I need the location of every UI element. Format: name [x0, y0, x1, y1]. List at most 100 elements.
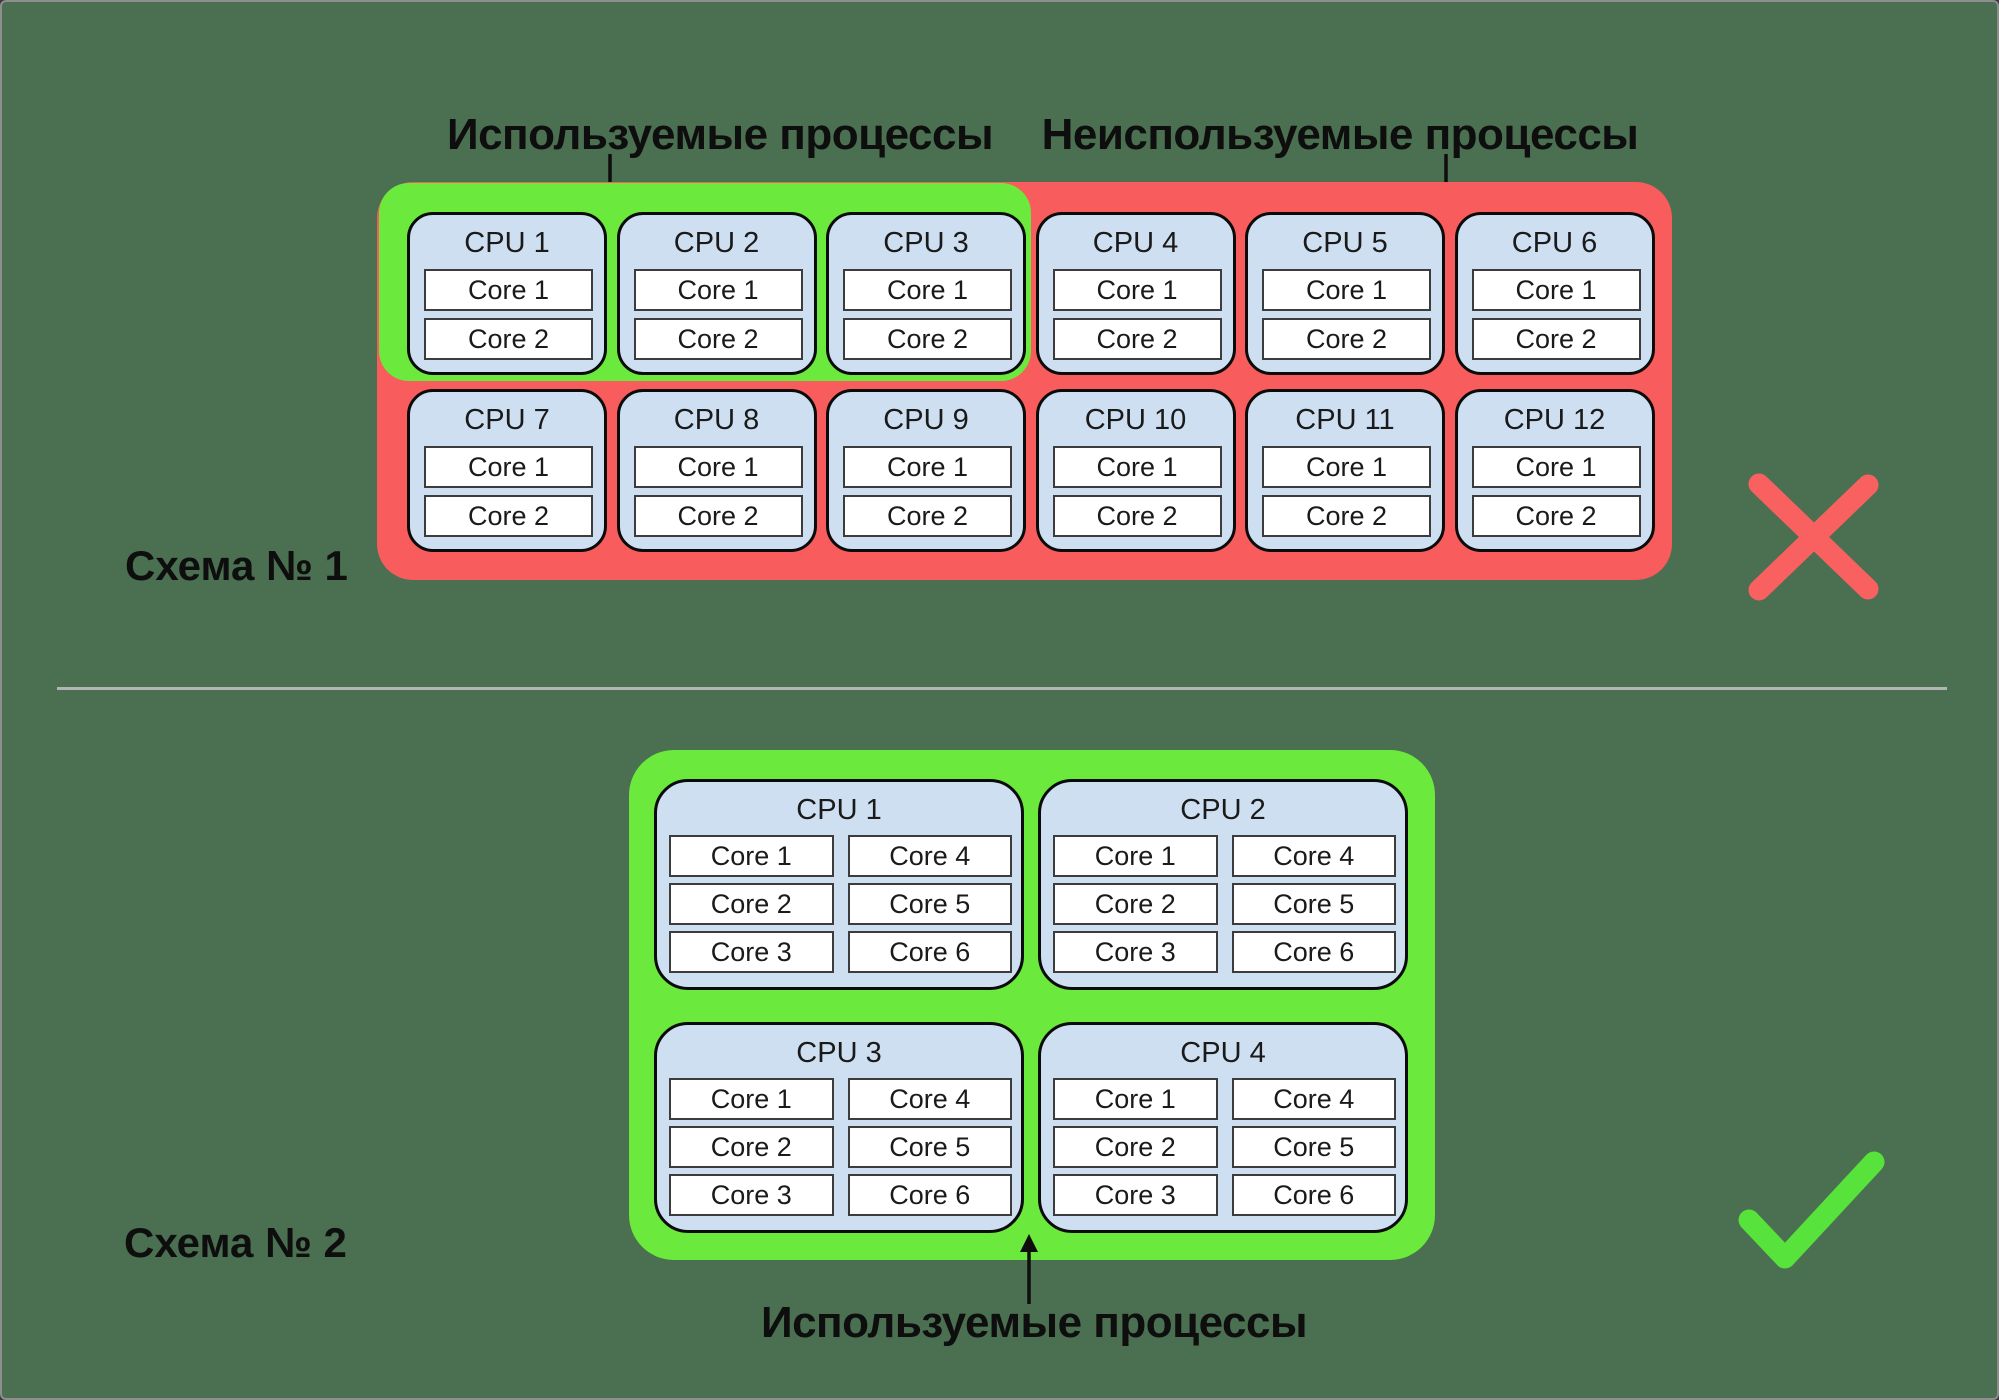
- core-box: Core 2: [1471, 318, 1641, 360]
- cpu-box: CPU 2 Core 1 Core 2: [616, 212, 817, 375]
- core-box: Core 1: [669, 1078, 834, 1120]
- core-box: Core 1: [633, 269, 803, 311]
- core-box: Core 1: [1262, 446, 1431, 488]
- cpu-title: CPU 3: [883, 227, 969, 259]
- cpu-title: CPU 4: [1092, 227, 1179, 259]
- cpu-title: CPU 8: [673, 404, 760, 436]
- core-box: Core 6: [847, 931, 1012, 973]
- annotation-unused-processes-scheme1: Неиспользуемые процессы: [1041, 110, 1639, 159]
- core-box: Core 2: [633, 318, 803, 360]
- core-box: Core 6: [847, 1174, 1012, 1216]
- core-box: Core 2: [424, 318, 593, 360]
- core-box: Core 2: [1052, 318, 1222, 360]
- core-box: Core 2: [1052, 495, 1222, 537]
- cpu-title: CPU 1: [464, 227, 550, 259]
- core-box: Core 1: [424, 269, 593, 311]
- scheme1-label: Схема № 1: [125, 542, 348, 589]
- core-grid: Core 1 Core 2: [633, 269, 803, 360]
- core-box: Core 4: [847, 1078, 1012, 1120]
- cpu-title: CPU 2: [673, 227, 760, 259]
- core-box: Core 2: [424, 495, 593, 537]
- cpu-box: CPU 10 Core 1 Core 2: [1035, 389, 1236, 552]
- core-box: Core 2: [669, 883, 834, 925]
- divider-line: [57, 687, 1947, 690]
- cpu-box: CPU 5 Core 1 Core 2: [1245, 212, 1445, 375]
- core-box: Core 1: [424, 446, 593, 488]
- core-grid: Core 1 Core 2: [424, 269, 593, 360]
- cpu-title: CPU 3: [796, 1037, 882, 1069]
- core-box: Core 2: [633, 495, 803, 537]
- core-grid: Core 1 Core 2: [1262, 269, 1431, 360]
- cpu-box: CPU 1 Core 1 Core 2: [407, 212, 607, 375]
- core-box: Core 4: [1231, 835, 1396, 877]
- core-box: Core 2: [1471, 495, 1641, 537]
- core-box: Core 2: [1262, 318, 1431, 360]
- core-box: Core 1: [1262, 269, 1431, 311]
- red-cross-icon: [1748, 473, 1879, 601]
- core-box: Core 1: [1052, 446, 1222, 488]
- cpu-box: CPU 8 Core 1 Core 2: [616, 389, 817, 552]
- cpu-title: CPU 10: [1084, 404, 1187, 436]
- cpu-box: CPU 7 Core 1 Core 2: [407, 389, 607, 552]
- core-box: Core 1: [1471, 446, 1641, 488]
- core-box: Core 6: [1231, 1174, 1396, 1216]
- core-box: Core 5: [847, 1126, 1012, 1168]
- core-box: Core 1: [1053, 1078, 1218, 1120]
- core-box: Core 3: [669, 931, 834, 973]
- core-box: Core 3: [1053, 1174, 1218, 1216]
- cpu-title: CPU 11: [1295, 404, 1395, 436]
- core-grid: Core 1 Core 2: [843, 446, 1012, 537]
- arrow-up-icon: [1020, 1234, 1038, 1304]
- core-grid: Core 1 Core 2 Core 3 Core 4 Core 5 Core 6: [1053, 1078, 1396, 1216]
- core-box: Core 5: [1231, 1126, 1396, 1168]
- cpu-title: CPU 12: [1503, 404, 1606, 436]
- core-grid: Core 1 Core 2: [424, 446, 593, 537]
- core-grid: Core 1 Core 2 Core 3 Core 4 Core 5 Core 6: [669, 835, 1012, 973]
- core-box: Core 5: [847, 883, 1012, 925]
- core-box: Core 2: [1053, 883, 1218, 925]
- cpu-title: CPU 5: [1302, 227, 1388, 259]
- core-grid: Core 1 Core 2: [1471, 446, 1641, 537]
- core-box: Core 1: [843, 269, 1012, 311]
- core-box: Core 4: [847, 835, 1012, 877]
- core-box: Core 1: [1471, 269, 1641, 311]
- annotation-used-processes-scheme1: Используемые процессы: [446, 110, 994, 159]
- core-box: Core 2: [843, 318, 1012, 360]
- core-box: Core 3: [669, 1174, 834, 1216]
- cpu-title: CPU 2: [1180, 794, 1266, 826]
- core-box: Core 1: [633, 446, 803, 488]
- core-grid: Core 1 Core 2: [1471, 269, 1641, 360]
- cpu-title: CPU 4: [1180, 1037, 1266, 1069]
- core-box: Core 1: [669, 835, 834, 877]
- core-box: Core 2: [843, 495, 1012, 537]
- core-box: Core 5: [1231, 883, 1396, 925]
- core-box: Core 2: [1053, 1126, 1218, 1168]
- core-box: Core 3: [1053, 931, 1218, 973]
- cpu-box: CPU 12 Core 1 Core 2: [1454, 389, 1655, 552]
- core-grid: Core 1 Core 2: [633, 446, 803, 537]
- core-box: Core 1: [843, 446, 1012, 488]
- annotation-used-processes-scheme2: Используемые процессы: [760, 1298, 1308, 1347]
- core-grid: Core 1 Core 2: [1052, 446, 1222, 537]
- green-check-icon: [1738, 1151, 1885, 1269]
- cpu-title: CPU 7: [464, 404, 550, 436]
- core-box: Core 4: [1231, 1078, 1396, 1120]
- scheme2-label: Схема № 2: [124, 1219, 347, 1266]
- core-grid: Core 1 Core 2: [843, 269, 1012, 360]
- core-box: Core 6: [1231, 931, 1396, 973]
